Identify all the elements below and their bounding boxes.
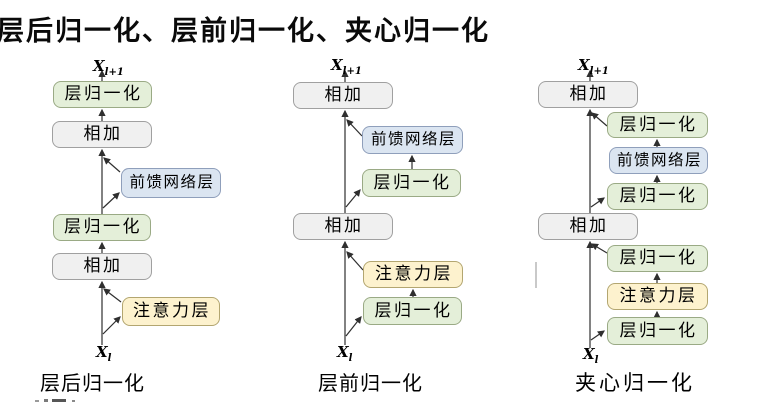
x-var: X	[578, 56, 590, 74]
x-var: X	[583, 345, 595, 363]
column-caption: 层前归一化	[318, 371, 423, 395]
add-box: 相加	[293, 213, 393, 240]
x-subscript: l+1	[589, 66, 609, 77]
layernorm-box: 层归一化	[607, 183, 708, 210]
column-caption: 夹心归一化	[575, 371, 695, 395]
x-subscript: l+1	[104, 67, 124, 78]
feedforward-box: 前馈网络层	[362, 126, 463, 154]
sandwich-ln-connectors	[586, 69, 661, 348]
attention-box: 注意力层	[607, 283, 708, 310]
layernorm-box: 层归一化	[53, 81, 152, 108]
x-var: X	[93, 57, 105, 75]
add-box: 相加	[538, 81, 638, 108]
layernorm-box: 层归一化	[607, 112, 708, 138]
page-title: 层后归一化、层前归一化、夹心归一化	[0, 16, 490, 47]
x-var: X	[96, 343, 108, 361]
layernorm-box: 层归一化	[363, 297, 462, 325]
add-box: 相加	[52, 121, 152, 148]
x-output-label: Xl+1	[331, 56, 362, 77]
x-var: X	[331, 56, 343, 74]
attention-box: 注意力层	[122, 297, 220, 326]
x-input-label: Xl	[96, 343, 111, 364]
x-output-label: Xl+1	[578, 56, 609, 77]
layernorm-box: 层归一化	[362, 169, 461, 197]
post-ln-connectors	[98, 69, 122, 345]
add-box: 相加	[293, 82, 393, 109]
x-input-label: Xl	[583, 345, 598, 366]
layernorm-box: 层归一化	[53, 214, 151, 241]
column-caption: 层后归一化	[40, 371, 145, 395]
feedforward-box: 前馈网络层	[609, 147, 708, 174]
x-subscript: l	[594, 355, 599, 366]
x-input-label: Xl	[337, 343, 352, 364]
attention-box: 注意力层	[363, 261, 463, 288]
layernorm-box: 层归一化	[607, 245, 708, 272]
add-box: 相加	[52, 253, 152, 280]
x-var: X	[337, 343, 349, 361]
layernorm-box: 层归一化	[607, 317, 708, 345]
x-subscript: l	[107, 353, 112, 364]
add-box: 相加	[538, 213, 638, 240]
x-subscript: l+1	[342, 66, 362, 77]
pre-ln-connectors	[341, 69, 417, 345]
x-subscript: l	[348, 353, 353, 364]
x-output-label: Xl+1	[93, 57, 124, 78]
feedforward-box: 前馈网络层	[121, 168, 221, 198]
